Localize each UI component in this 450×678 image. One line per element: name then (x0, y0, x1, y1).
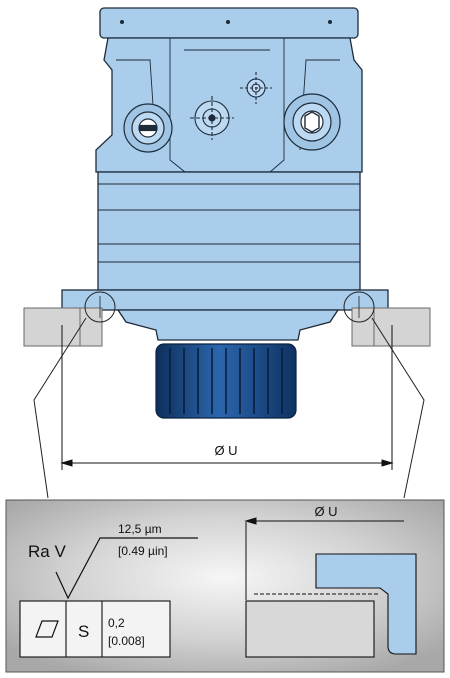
flange-holes (120, 20, 332, 24)
detail-dimension-label: Ø U (314, 504, 337, 519)
tolerance-frame (19, 600, 171, 658)
roughness-value-imperial: [0.49 µin] (118, 544, 168, 558)
center-port-icon (190, 96, 234, 140)
roughness-symbol (55, 537, 198, 600)
main-dimension-label: Ø U (214, 443, 237, 458)
detail-dimension (244, 517, 404, 600)
motor-housing (61, 7, 389, 341)
tolerance-value-imperial: [0.008] (108, 634, 145, 648)
tolerance-value-metric: 0,2 (108, 616, 125, 630)
flatness-icon (35, 620, 59, 638)
main-dimension (60, 325, 394, 470)
right-port-icon (283, 93, 341, 151)
left-port-icon (123, 103, 173, 153)
roughness-prefix: Ra V (28, 542, 66, 561)
roughness-value-metric: 12,5 µm (118, 522, 162, 536)
detail-section (245, 553, 417, 658)
mounting-blocks (23, 307, 431, 347)
detail-markers (33, 291, 425, 499)
upper-port-icon (240, 72, 272, 104)
tolerance-datum: S (78, 622, 89, 641)
gear (155, 343, 297, 419)
